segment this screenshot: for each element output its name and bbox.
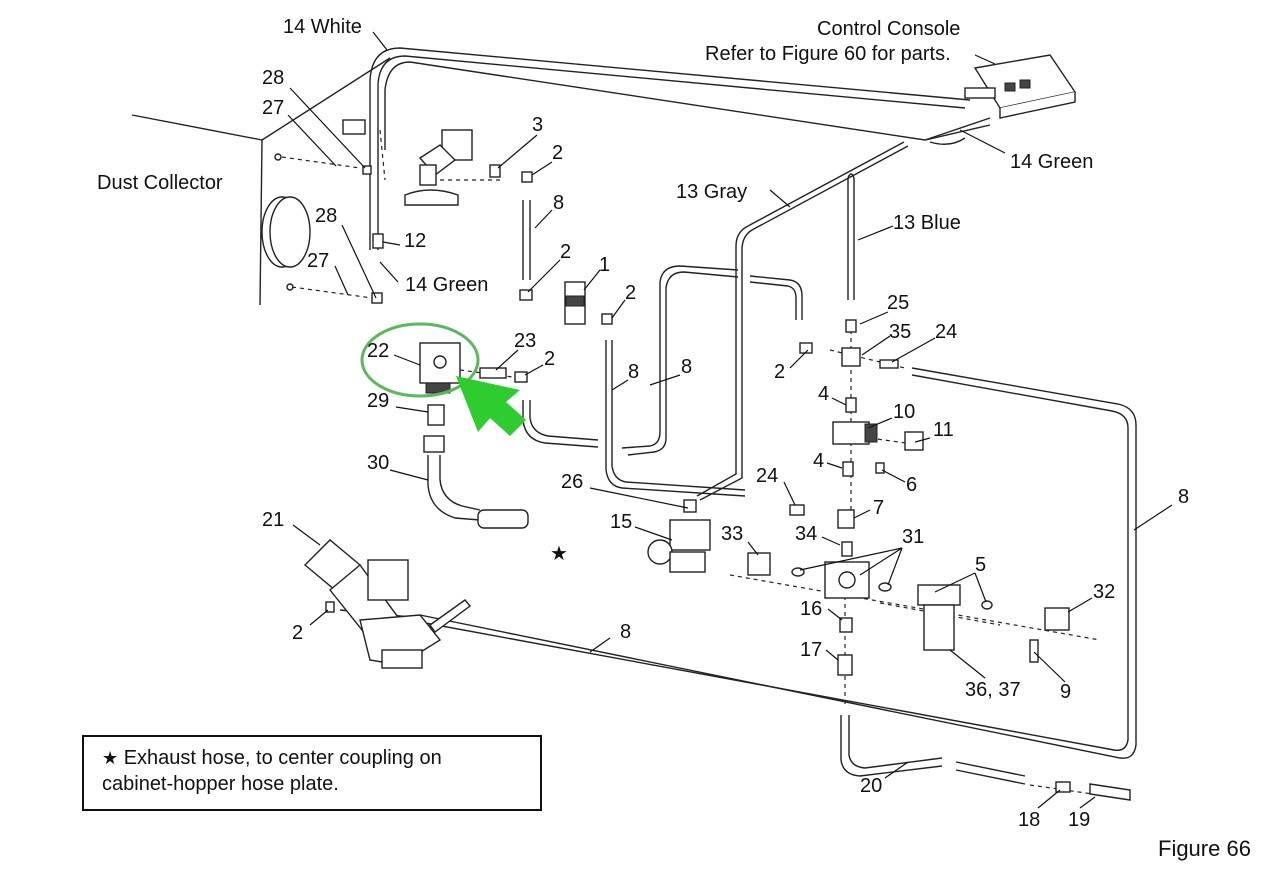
label-refer-figure: Refer to Figure 60 for parts. — [705, 43, 951, 65]
footnote-line-1: ★ Exhaust hose, to center coupling on — [102, 745, 522, 771]
callout-26: 26 — [561, 471, 583, 493]
callout-9: 9 — [1060, 681, 1071, 703]
dust-collector-outline — [131, 57, 391, 306]
callout-2c: 2 — [625, 282, 636, 304]
label-14-green-mid: 14 Green — [405, 274, 488, 296]
callout-6: 6 — [906, 474, 917, 496]
callout-32: 32 — [1093, 581, 1115, 603]
footnote-text-1: Exhaust hose, to center coupling on — [123, 747, 442, 769]
callout-4b: 4 — [813, 450, 824, 472]
footnote-line-2: cabinet-hopper hose plate. — [102, 773, 339, 795]
callout-31: 31 — [902, 526, 924, 548]
callout-8c: 8 — [681, 356, 692, 378]
callout-27a: 27 — [262, 97, 284, 119]
callout-20: 20 — [860, 775, 882, 797]
callout-34: 34 — [795, 523, 817, 545]
callout-16: 16 — [800, 598, 822, 620]
callout-17: 17 — [800, 639, 822, 661]
callout-33: 33 — [721, 523, 743, 545]
label-control-console: Control Console — [817, 18, 960, 40]
callout-28b: 28 — [315, 205, 337, 227]
star-icon: ★ — [102, 748, 119, 768]
callout-24a: 24 — [935, 321, 957, 343]
callout-8a: 8 — [553, 192, 564, 214]
callout-3: 3 — [532, 114, 543, 136]
callout-4a: 4 — [818, 383, 829, 405]
leader-lines — [287, 31, 1173, 809]
callout-2f: 2 — [292, 622, 303, 644]
callout-2e: 2 — [774, 361, 785, 383]
footnote-box: ★ Exhaust hose, to center coupling on ca… — [82, 735, 542, 811]
callout-15: 15 — [610, 511, 632, 533]
callout-25: 25 — [887, 292, 909, 314]
callout-22: 22 — [367, 340, 389, 362]
callout-2d: 2 — [544, 348, 555, 370]
label-13-gray: 13 Gray — [676, 181, 747, 203]
callout-19: 19 — [1068, 809, 1090, 831]
callout-30: 30 — [367, 452, 389, 474]
callout-11: 11 — [933, 419, 954, 441]
callout-24b: 24 — [756, 465, 778, 487]
callout-labels: 14 White Control Console Refer to Figure… — [97, 16, 1189, 831]
figure-caption: Figure 66 — [1158, 836, 1251, 861]
callout-8d: 8 — [1178, 486, 1189, 508]
callout-21: 21 — [262, 509, 284, 531]
callout-36-37: 36, 37 — [965, 679, 1021, 701]
highlight-ellipse — [360, 322, 480, 398]
callout-35: 35 — [889, 321, 911, 343]
callout-8e: 8 — [620, 621, 631, 643]
callout-23: 23 — [514, 330, 536, 352]
callout-2b: 2 — [560, 241, 571, 263]
label-14-white: 14 White — [283, 16, 362, 38]
callout-27b: 27 — [307, 250, 329, 272]
label-dust-collector: Dust Collector — [97, 172, 223, 194]
callout-28a: 28 — [262, 67, 284, 89]
star-marker: ★ — [550, 541, 568, 565]
callout-5: 5 — [975, 554, 986, 576]
callout-10: 10 — [893, 401, 915, 423]
callout-18: 18 — [1018, 809, 1040, 831]
label-14-green-top: 14 Green — [1010, 151, 1093, 173]
label-13-blue: 13 Blue — [893, 212, 961, 234]
callout-7: 7 — [873, 497, 884, 519]
callout-2a: 2 — [552, 142, 563, 164]
callout-1: 1 — [599, 254, 610, 276]
callout-29: 29 — [367, 390, 389, 412]
callout-12: 12 — [404, 230, 426, 252]
parts — [303, 119, 1131, 801]
callout-8b: 8 — [628, 361, 639, 383]
highlight-arrow — [456, 376, 526, 436]
control-console — [964, 54, 1077, 119]
